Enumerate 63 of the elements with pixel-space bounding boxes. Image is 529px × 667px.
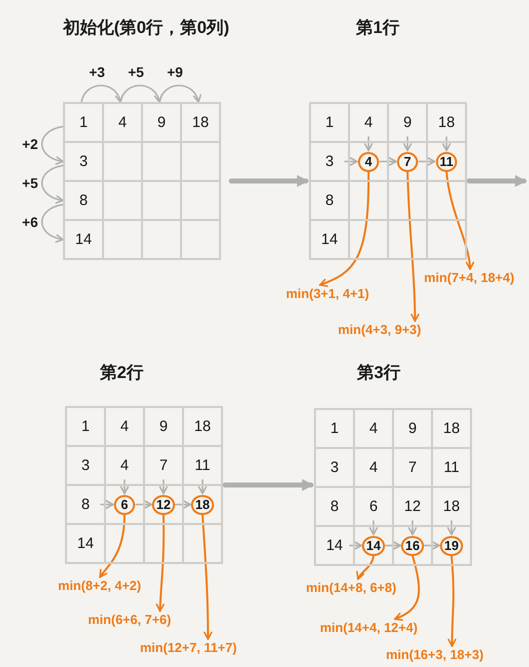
formula-label: min(4+3, 9+3) <box>338 322 422 337</box>
arrow <box>424 541 440 550</box>
curved-arrow <box>356 554 374 580</box>
curved-arrow <box>99 514 126 578</box>
edge-label: +3 <box>88 64 106 80</box>
arrow <box>447 520 456 536</box>
curved-arrow <box>120 84 162 103</box>
formula-label: min(7+4, 18+4) <box>424 270 514 285</box>
formula-label: min(8+2, 4+2) <box>58 578 142 593</box>
edge-label: +5 <box>126 64 145 80</box>
arrow <box>403 136 412 152</box>
formula-label: min(14+4, 12+4) <box>320 620 418 635</box>
curved-arrow <box>158 84 201 103</box>
flow-arrow <box>222 479 314 491</box>
formula-label: min(12+7, 11+7) <box>140 640 237 655</box>
panel-title: 第1行 <box>356 17 400 39</box>
circled-number: 4 <box>358 152 379 172</box>
curved-arrow <box>80 84 123 103</box>
panel-title: 初始化(第0行，第0列) <box>63 17 230 39</box>
flow-arrow <box>228 175 309 187</box>
arrow <box>379 157 397 166</box>
curved-arrow <box>41 126 64 164</box>
circled-number: 12 <box>152 494 175 514</box>
arrow <box>418 157 436 166</box>
formula-label: min(14+8, 6+8) <box>306 580 396 595</box>
arrow <box>100 500 114 509</box>
arrow <box>174 500 192 509</box>
curved-arrow <box>446 170 474 270</box>
arrow <box>349 541 362 550</box>
curved-arrow <box>406 170 420 322</box>
curved-arrow <box>448 554 456 647</box>
curved-arrow <box>156 514 165 612</box>
curved-arrow <box>41 204 64 242</box>
circled-number: 19 <box>440 536 463 556</box>
arrow <box>135 500 152 509</box>
edge-label: +9 <box>166 64 184 80</box>
circled-number: 7 <box>397 152 418 172</box>
circled-number: 16 <box>401 536 424 556</box>
curved-arrow <box>41 164 64 204</box>
circled-number: 6 <box>114 494 135 514</box>
edge-label: +5 <box>21 175 39 192</box>
panel-title: 第3行 <box>357 362 400 384</box>
arrow <box>364 136 373 152</box>
arrow <box>442 136 451 152</box>
panel-title: 第2行 <box>100 362 144 384</box>
arrow <box>159 479 168 494</box>
flow-arrow <box>466 175 527 187</box>
formula-label: min(6+6, 7+6) <box>88 612 172 627</box>
arrow <box>120 479 129 494</box>
curved-arrow <box>319 170 370 287</box>
arrow <box>369 520 378 536</box>
circled-number: 11 <box>436 152 458 172</box>
curved-arrow <box>202 514 212 640</box>
arrow <box>198 479 207 494</box>
arrow <box>344 157 358 166</box>
formula-label: min(16+3, 18+3) <box>386 647 484 662</box>
arrow <box>408 520 417 536</box>
arrow <box>384 541 402 550</box>
curved-arrow <box>394 554 420 620</box>
circled-number: 14 <box>362 536 385 556</box>
formula-label: min(3+1, 4+1) <box>286 286 370 301</box>
edge-label: +6 <box>21 214 39 230</box>
circled-number: 18 <box>191 494 214 514</box>
